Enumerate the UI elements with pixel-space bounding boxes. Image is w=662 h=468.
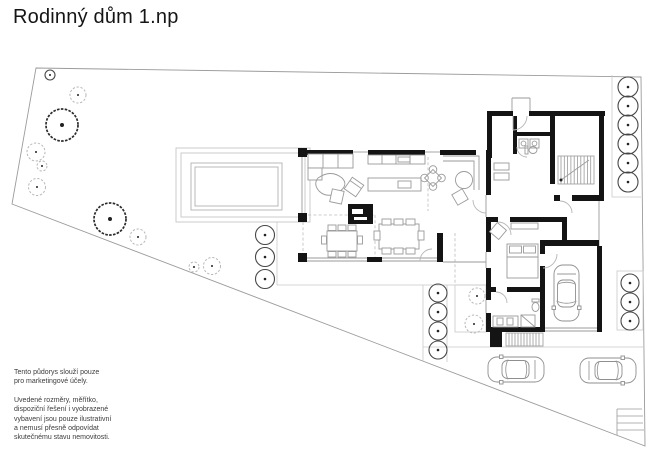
property-boundary: [11, 67, 646, 447]
corner-steps: [616, 408, 644, 435]
kitchen-island: [367, 177, 422, 192]
door-arcs: [419, 115, 573, 304]
large-tree-icon: [45, 108, 127, 236]
bed: [506, 243, 539, 279]
bush-icon: [26, 86, 486, 334]
sofa: [307, 153, 354, 181]
wardrobe: [510, 222, 539, 230]
side-table-with-chairs: [420, 165, 446, 191]
disclaimer-text: Tento půdorys slouží pouze pro marketing…: [14, 368, 164, 452]
wc-toilet: [524, 145, 538, 155]
tree-row-icon: [254, 76, 640, 360]
bedroom-chair: [488, 221, 508, 241]
driveway-and-paths: [276, 75, 644, 362]
pool: [190, 162, 283, 211]
kitchen-counter: [367, 154, 426, 165]
disclaimer-paragraph-2: Uvedené rozměry, měřítko, dispoziční řeš…: [14, 396, 112, 442]
armchair: [343, 176, 365, 198]
staircase: [557, 155, 595, 185]
terrace-table: [321, 224, 363, 258]
bathroom-fixtures: [492, 298, 540, 328]
corner-bench: [443, 155, 480, 206]
small-tree-icon: [44, 69, 56, 81]
page-title: Rodinný dům 1.np: [13, 6, 179, 28]
dining-table: [373, 218, 425, 255]
pouf: [329, 188, 345, 205]
house-walls: [298, 111, 605, 347]
exterior-stairs: [505, 332, 544, 347]
disclaimer-paragraph-1: Tento půdorys slouží pouze pro marketing…: [14, 369, 100, 386]
appliances: [493, 138, 540, 181]
fireplace: [348, 204, 373, 224]
pool-deck: [175, 147, 311, 223]
